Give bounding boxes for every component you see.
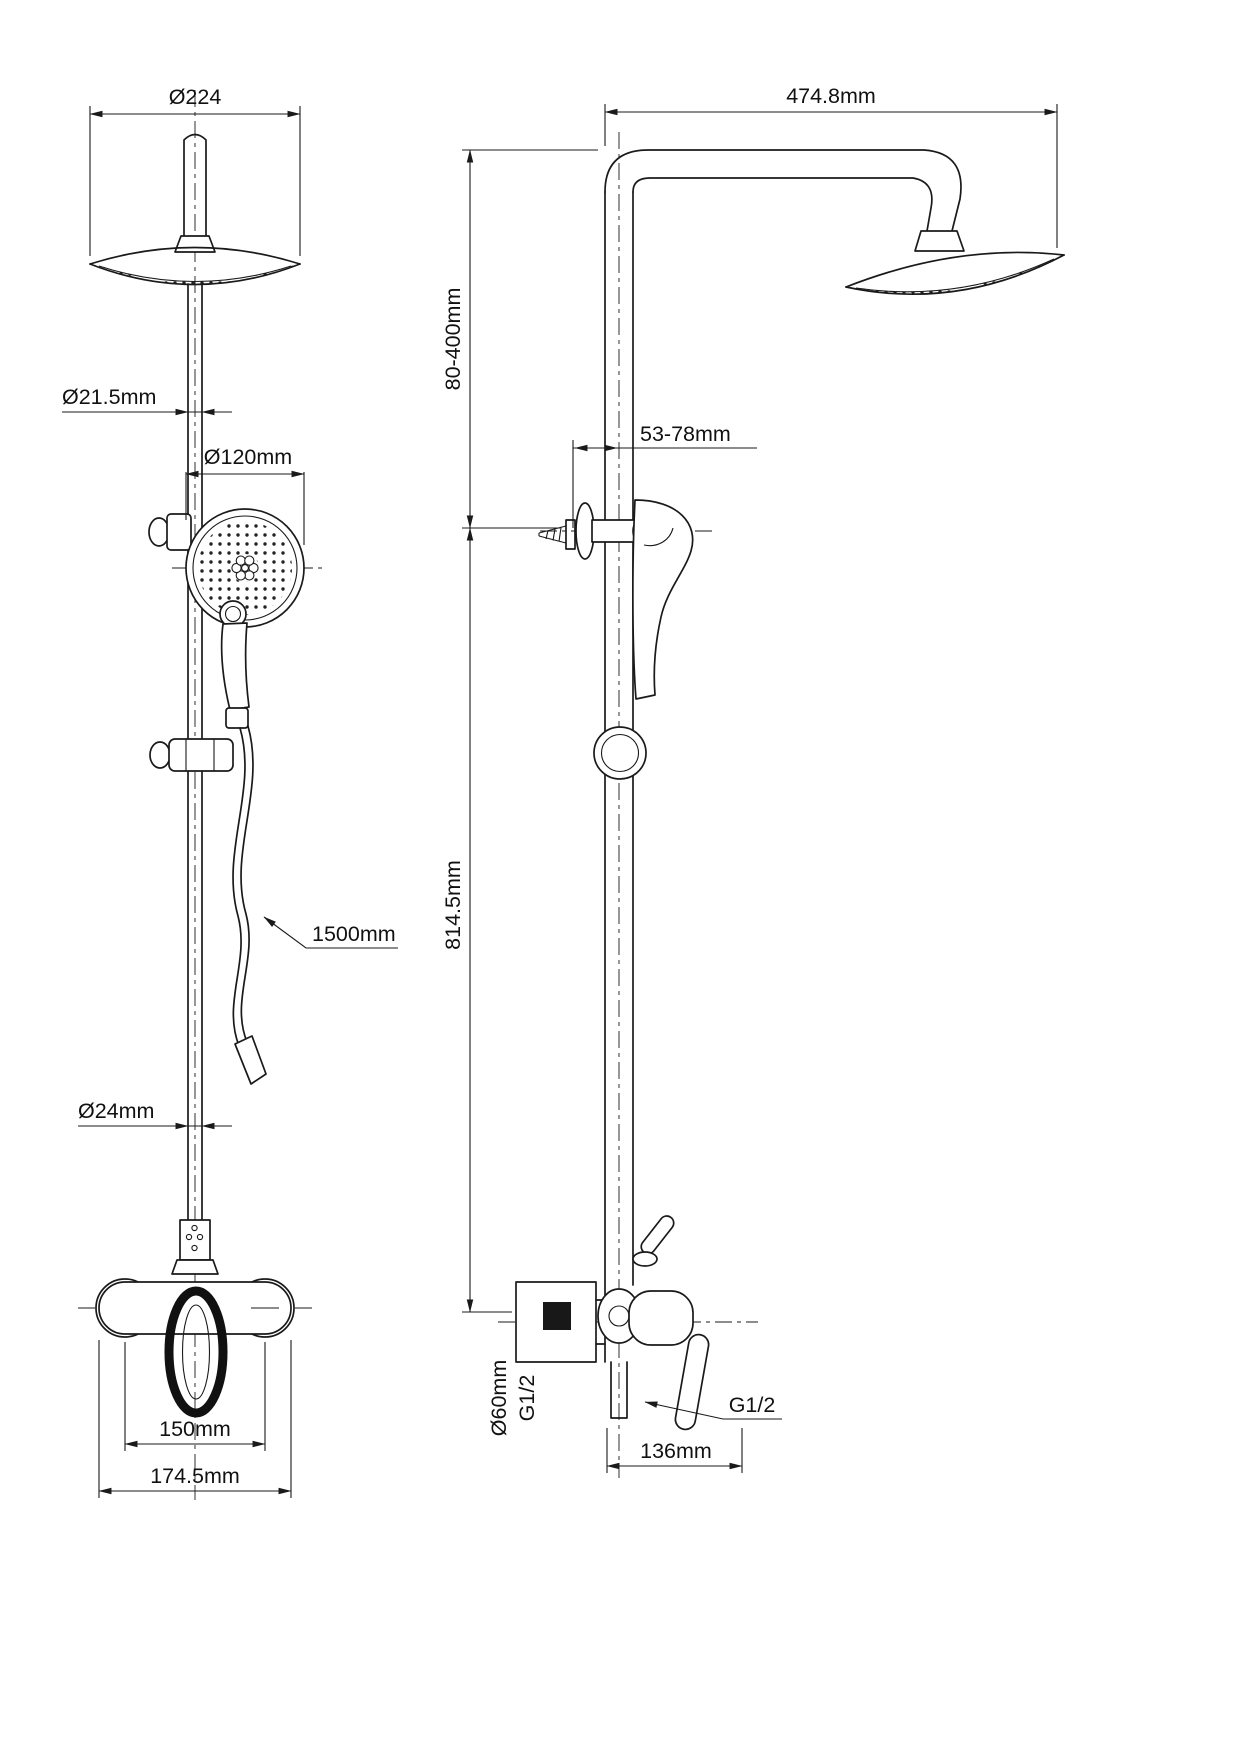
dim-body-width: 174.5mm xyxy=(98,1340,292,1498)
outlet-pipe-side xyxy=(610,1361,628,1419)
dim-pipe-diameter: Ø21.5mm xyxy=(62,385,232,416)
dim-handle-width: 150mm xyxy=(124,1342,266,1451)
column-base-connector xyxy=(171,1219,219,1275)
dim-inlet-offset: 136mm xyxy=(606,1428,743,1473)
mixer-valve-front xyxy=(95,1278,295,1418)
dim-hose-length: 1500mm xyxy=(263,916,398,949)
hand-shower-side xyxy=(632,499,694,700)
dim-column-height: 814.5mm xyxy=(441,527,512,1313)
dim-outlet-thread: G1/2 xyxy=(644,1393,782,1420)
dim-bracket-depth: 53-78mm xyxy=(572,422,757,528)
shower-arm-side xyxy=(604,149,965,252)
front-view: Ø224 Ø21.5mm xyxy=(62,85,398,1500)
bracket-arm xyxy=(591,519,637,543)
dim-head-height-range: 80-400mm xyxy=(441,149,598,529)
dim-label-hose-length: 1500mm xyxy=(312,922,396,946)
dim-label-hand-shower-diameter: Ø120mm xyxy=(204,445,292,469)
dim-label-lower-pipe-diameter: Ø24mm xyxy=(78,1099,154,1123)
dim-label-pipe-diameter: Ø21.5mm xyxy=(62,385,156,409)
mixer-valve-side xyxy=(515,1215,710,1431)
dim-head-diameter: Ø224 xyxy=(89,85,301,256)
dim-hand-shower-diameter: Ø120mm xyxy=(185,445,305,545)
slider-ring-side xyxy=(593,726,647,780)
dim-lower-pipe-diameter: Ø24mm xyxy=(78,1099,232,1130)
dim-label-handle-width: 150mm xyxy=(159,1417,231,1441)
shower-hose xyxy=(232,725,267,1085)
spray-selector-flower xyxy=(231,555,259,581)
diverter-knob xyxy=(640,1215,675,1255)
rain-shower-head-side xyxy=(845,251,1065,296)
dim-label-column-height: 814.5mm xyxy=(441,860,465,950)
hand-shower-handle xyxy=(220,622,250,711)
hose-end-fitting xyxy=(234,1035,267,1085)
hand-shower-front xyxy=(148,508,305,729)
dim-label-head-diameter: Ø224 xyxy=(169,85,222,109)
holder-bracket xyxy=(166,513,192,551)
dim-label-flange-diameter: Ø60mm xyxy=(487,1360,511,1436)
side-view: 474.8mm 80-400mm 53-78mm xyxy=(441,84,1065,1478)
screw-thread xyxy=(538,525,567,544)
hose-connector xyxy=(225,707,249,729)
dim-label-outlet-thread: G1/2 xyxy=(729,1393,776,1417)
rain-shower-head-front xyxy=(89,133,301,286)
mixer-handle-loop xyxy=(164,1286,228,1418)
screw-head xyxy=(565,519,576,550)
valve-body-side xyxy=(628,1290,694,1346)
dim-arm-reach: 474.8mm xyxy=(604,84,1058,248)
dim-label-arm-reach: 474.8mm xyxy=(786,84,876,108)
mixer-lever-side xyxy=(674,1333,710,1431)
dim-label-inlet-offset: 136mm xyxy=(640,1439,712,1463)
slider-clamp-front xyxy=(149,738,234,772)
mixer-body xyxy=(98,1281,292,1335)
dim-label-bracket-depth: 53-78mm xyxy=(640,422,731,446)
inlet-port xyxy=(543,1302,571,1330)
dim-label-head-height-range: 80-400mm xyxy=(441,288,465,391)
dim-label-inlet-thread: G1/2 xyxy=(515,1375,539,1422)
dim-label-body-width: 174.5mm xyxy=(150,1464,240,1488)
holder-knob xyxy=(148,517,170,547)
